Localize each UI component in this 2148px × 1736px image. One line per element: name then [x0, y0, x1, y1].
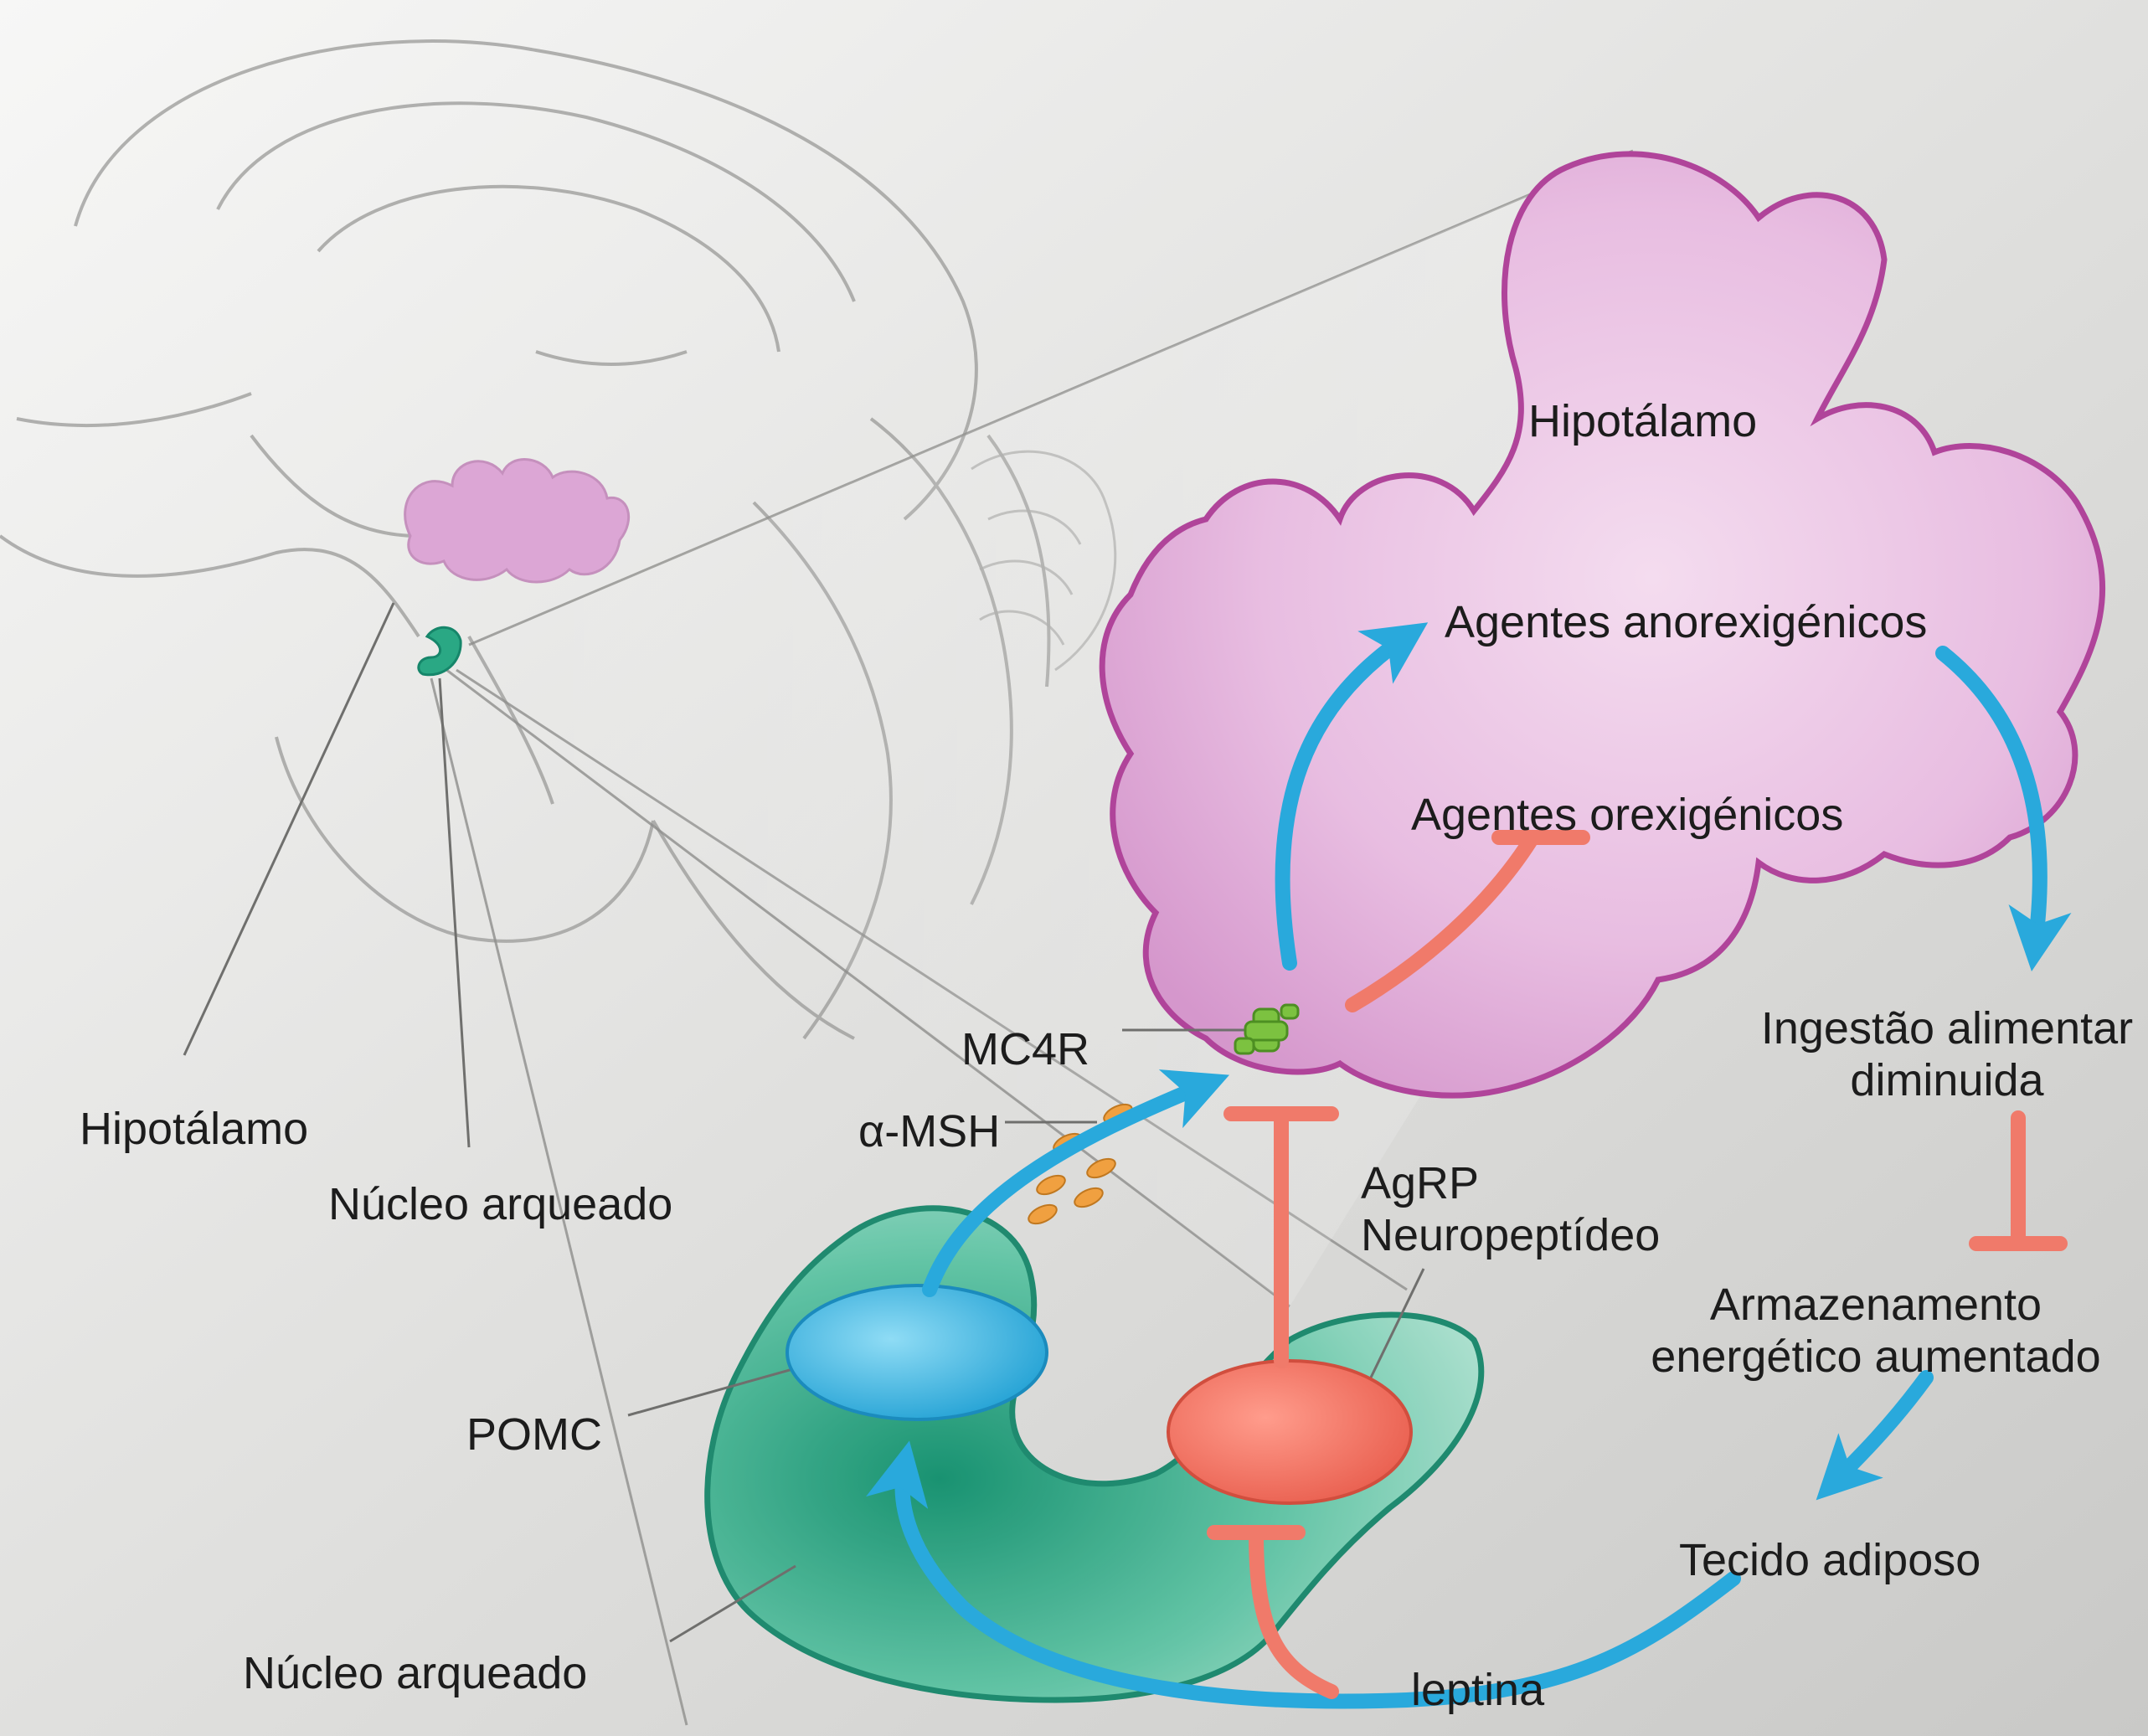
label-diminuida: diminuida [1850, 1055, 2044, 1105]
label-mc4r: MC4R [961, 1024, 1090, 1074]
arrow-mc4r-to-anorexigenic [1275, 622, 1429, 971]
label-hipotalamo-top: Hipotálamo [1528, 396, 1758, 446]
large-hypothalamus [1099, 151, 2106, 1099]
label-neuropeptideo: Neuropeptídeo [1361, 1210, 1661, 1260]
label-nucleo-arqueado-bottom: Núcleo arqueado [243, 1648, 588, 1698]
arrow-armazenamento-to-tecido [1816, 1370, 1934, 1501]
arrow-pomc-to-mc4r [922, 1069, 1230, 1297]
agrp-neuron [1167, 1359, 1413, 1505]
arrow-leptin-to-pomc [866, 1440, 1741, 1709]
label-ingestao-alimentar: Ingestão alimentar [1760, 1003, 2134, 1053]
inhibition-arrows [1207, 830, 2068, 1699]
alpha-msh-granules [1028, 1103, 1133, 1225]
label-agentes-anorexigenicos: Agentes anorexigénicos [1445, 597, 1928, 647]
stimulation-arrows [866, 622, 2072, 1709]
inhibit-leptin-to-agrp [1249, 1525, 1339, 1699]
label-armazenamento: Armazenamento [1709, 1280, 2042, 1330]
callout-nucleo-bottom [669, 1564, 796, 1643]
label-leptina: leptina [1411, 1665, 1545, 1715]
mc4r-receptor [1234, 1003, 1300, 1055]
callout-hipotalamo-left [183, 602, 395, 1056]
label-pomc: POMC [466, 1409, 602, 1460]
label-energetico-aumentado: energético aumentado [1651, 1332, 2101, 1382]
pomc-neuron [786, 1284, 1048, 1421]
callout-nucleo-left [438, 677, 471, 1148]
inhibit-to-orexigenic [1345, 830, 1540, 1012]
label-alpha-msh: α-MSH [858, 1106, 1001, 1156]
label-nucleo-arqueado-left: Núcleo arqueado [328, 1179, 673, 1229]
label-agentes-orexigenicos: Agentes orexigénicos [1411, 790, 1844, 840]
arrow-anorexigenic-to-ingestao [1935, 646, 2072, 971]
label-agrp: AgRP [1361, 1158, 1480, 1208]
small-hypothalamus [404, 458, 631, 584]
label-hipotalamo-left: Hipotálamo [80, 1104, 309, 1154]
label-tecido-adiposo: Tecido adiposo [1679, 1535, 1981, 1585]
small-arcuate-nucleus [417, 626, 462, 677]
